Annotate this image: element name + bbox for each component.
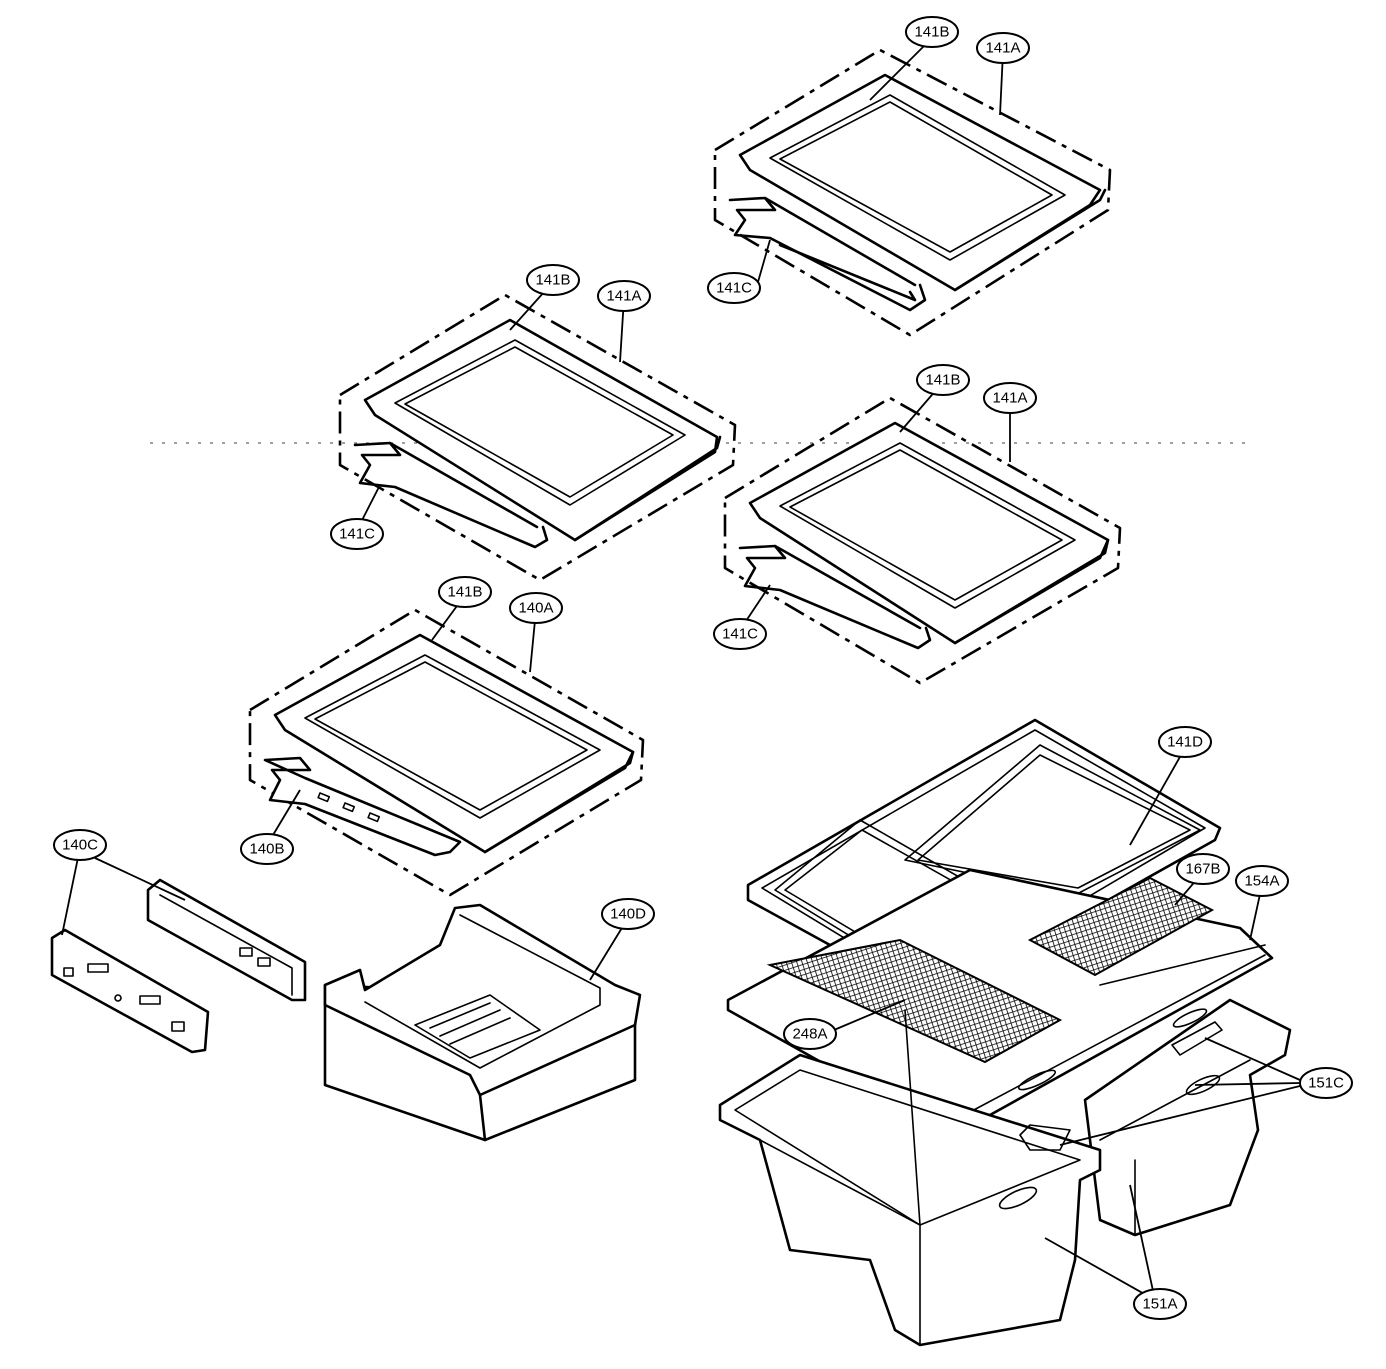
svg-text:151C: 151C xyxy=(1308,1075,1344,1092)
shelf-bracket xyxy=(728,196,927,312)
shelf-bracket xyxy=(738,544,932,650)
svg-text:141C: 141C xyxy=(722,626,758,643)
shelf-glass-inner xyxy=(314,661,588,811)
svg-text:141D: 141D xyxy=(1167,734,1203,751)
callout-140B: 140B xyxy=(240,833,294,865)
shelf-frame xyxy=(748,421,1110,645)
callout-141A-shelf-1: 141A xyxy=(976,32,1030,64)
svg-text:167B: 167B xyxy=(1185,861,1220,878)
callout-154A: 154A xyxy=(1235,865,1289,897)
callout-140C: 140C xyxy=(53,829,107,861)
filter-mesh-left xyxy=(766,938,1063,1064)
trim-piece-140C-a xyxy=(146,878,307,1002)
svg-text:140C: 140C xyxy=(62,837,98,854)
shelf-frame xyxy=(363,318,719,542)
crisper-drawer-right xyxy=(1083,998,1292,1237)
callout-167B: 167B xyxy=(1176,853,1230,885)
shelf-glass xyxy=(779,442,1076,609)
shelf-assembly-3 xyxy=(723,396,1122,685)
callout-248A: 248A xyxy=(783,1018,837,1050)
svg-text:141A: 141A xyxy=(992,390,1027,407)
callout-141C-shelf-2: 141C xyxy=(330,518,384,550)
shelf-front-trim xyxy=(953,188,1107,292)
shelf-glass xyxy=(769,94,1066,261)
shelf-assembly-4 xyxy=(248,608,645,897)
shelf-front-trim xyxy=(483,750,635,854)
shelf-front-trim xyxy=(573,435,722,542)
callout-141B-shelf-1: 141B xyxy=(905,16,959,48)
callout-141A-shelf-2: 141A xyxy=(597,280,651,312)
svg-text:141B: 141B xyxy=(925,372,960,389)
svg-text:140B: 140B xyxy=(249,841,284,858)
callout-141B-shelf-4: 141B xyxy=(438,576,492,608)
shelf-glass-inner xyxy=(779,101,1053,253)
shelf-glass xyxy=(304,654,601,819)
svg-text:141B: 141B xyxy=(447,584,482,601)
svg-text:151A: 151A xyxy=(1142,1296,1177,1313)
svg-text:154A: 154A xyxy=(1244,873,1279,890)
shelf-assembly-1 xyxy=(713,48,1112,337)
svg-text:141B: 141B xyxy=(535,272,570,289)
shelf-rail xyxy=(778,243,917,302)
callout-141B-shelf-2: 141B xyxy=(526,264,580,296)
shelf-bracket-with-slots xyxy=(263,756,462,857)
svg-text:141A: 141A xyxy=(985,40,1020,57)
trim-piece-140C-b xyxy=(50,928,210,1054)
assembly-outline xyxy=(338,293,737,582)
svg-text:140A: 140A xyxy=(518,600,553,617)
callout-151C: 151C xyxy=(1299,1067,1353,1099)
callout-141B-shelf-3: 141B xyxy=(916,364,970,396)
shelf-glass xyxy=(394,339,686,506)
callout-141C-shelf-1: 141C xyxy=(707,272,761,304)
filter-mesh-right xyxy=(1027,876,1215,977)
callout-151A: 151A xyxy=(1133,1288,1187,1320)
shelf-glass-inner xyxy=(404,346,674,498)
shelf-frame xyxy=(273,633,635,854)
shelf-assembly-2 xyxy=(338,293,737,582)
assembly-outline xyxy=(713,48,1112,337)
svg-text:141C: 141C xyxy=(716,280,752,297)
assembly-outline xyxy=(723,396,1122,685)
svg-text:248A: 248A xyxy=(792,1026,827,1043)
bracket-slots xyxy=(317,792,381,823)
callout-140A: 140A xyxy=(509,592,563,624)
assembly-outline xyxy=(248,608,645,897)
shelf-glass-inner xyxy=(789,449,1063,601)
drawer-140D xyxy=(323,903,642,1142)
shelf-bracket xyxy=(353,441,549,549)
shelf-front-trim xyxy=(953,538,1110,645)
crisper-frame-154A xyxy=(726,868,1274,1142)
callout-140D: 140D xyxy=(601,898,655,930)
crisper-drawer-left-248A xyxy=(718,1009,1102,1347)
callout-141D: 141D xyxy=(1158,726,1212,758)
shelf-frame xyxy=(738,73,1102,292)
svg-text:141A: 141A xyxy=(606,288,641,305)
svg-text:141C: 141C xyxy=(339,526,375,543)
callout-141A-shelf-3: 141A xyxy=(983,382,1037,414)
svg-text:140D: 140D xyxy=(610,906,646,923)
callout-141C-shelf-3: 141C xyxy=(713,618,767,650)
svg-text:141B: 141B xyxy=(914,24,949,41)
